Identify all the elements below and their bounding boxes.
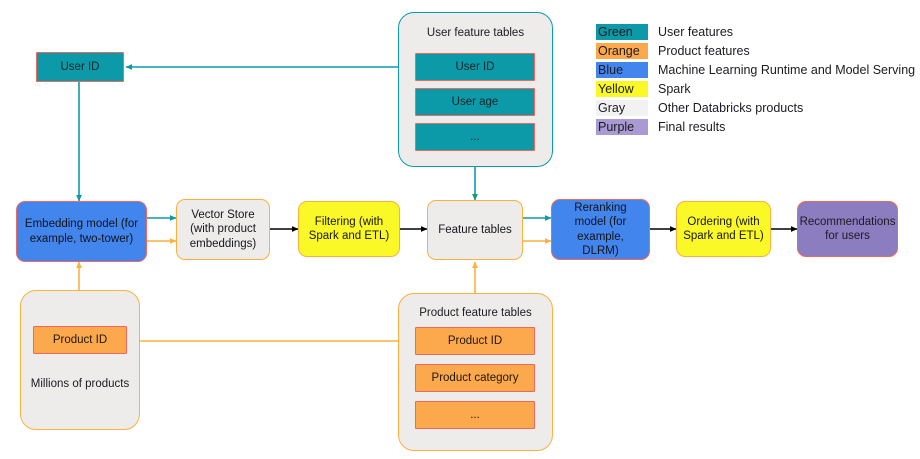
feature-tables-node[interactable]: Feature tables	[427, 200, 523, 260]
legend-row-purple: Purple Final results	[596, 119, 915, 138]
legend-label-orange: Product features	[658, 44, 750, 58]
legend-label-yellow: Spark	[658, 82, 691, 96]
legend-swatch-gray: Gray	[596, 100, 648, 116]
legend-row-green: Green User features	[596, 24, 915, 43]
vector-store-node[interactable]: Vector Store (with product embeddings)	[176, 199, 270, 260]
filtering-node[interactable]: Filtering (with Spark and ETL)	[298, 201, 400, 257]
legend-row-orange: Orange Product features	[596, 43, 915, 62]
legend-swatch-orange: Orange	[596, 43, 648, 59]
embedding-model-node[interactable]: Embedding model (for example, two-tower)	[16, 201, 147, 262]
product-id-node[interactable]: Product ID	[33, 326, 127, 354]
legend-label-purple: Final results	[658, 120, 726, 134]
product-feature-item-ellipsis[interactable]: ...	[415, 401, 535, 429]
user-feature-item-ellipsis[interactable]: ...	[415, 123, 535, 151]
panel-user-feature-tables-title: User feature tables	[426, 27, 525, 39]
legend-label-blue: Machine Learning Runtime and Model Servi…	[658, 63, 916, 77]
legend-row-yellow: Yellow Spark	[596, 81, 915, 100]
user-feature-item-user-id[interactable]: User ID	[415, 53, 535, 81]
panel-products-catalog-caption: Millions of products	[30, 378, 130, 390]
legend-row-gray: Gray Other Databricks products	[596, 100, 915, 119]
user-id-node[interactable]: User ID	[36, 52, 124, 82]
panel-product-feature-tables-title: Product feature tables	[419, 307, 532, 319]
legend-label-gray: Other Databricks products	[658, 101, 804, 115]
product-feature-item-product-category[interactable]: Product category	[415, 364, 535, 392]
product-feature-item-product-id[interactable]: Product ID	[415, 327, 535, 355]
legend-swatch-green: Green	[596, 24, 648, 40]
ordering-node[interactable]: Ordering (with Spark and ETL)	[676, 201, 771, 257]
legend-swatch-yellow: Yellow	[596, 81, 648, 97]
panel-products-catalog	[20, 290, 140, 430]
legend-row-blue: Blue Machine Learning Runtime and Model …	[596, 62, 915, 81]
legend: Green User features Orange Product featu…	[596, 24, 915, 138]
legend-swatch-purple: Purple	[596, 119, 648, 135]
legend-label-green: User features	[658, 25, 734, 39]
recommendations-node[interactable]: Recommendations for users	[797, 201, 898, 257]
user-feature-item-user-age[interactable]: User age	[415, 88, 535, 116]
reranking-model-node[interactable]: Reranking model (for example, DLRM)	[551, 199, 650, 260]
legend-swatch-blue: Blue	[596, 62, 648, 78]
